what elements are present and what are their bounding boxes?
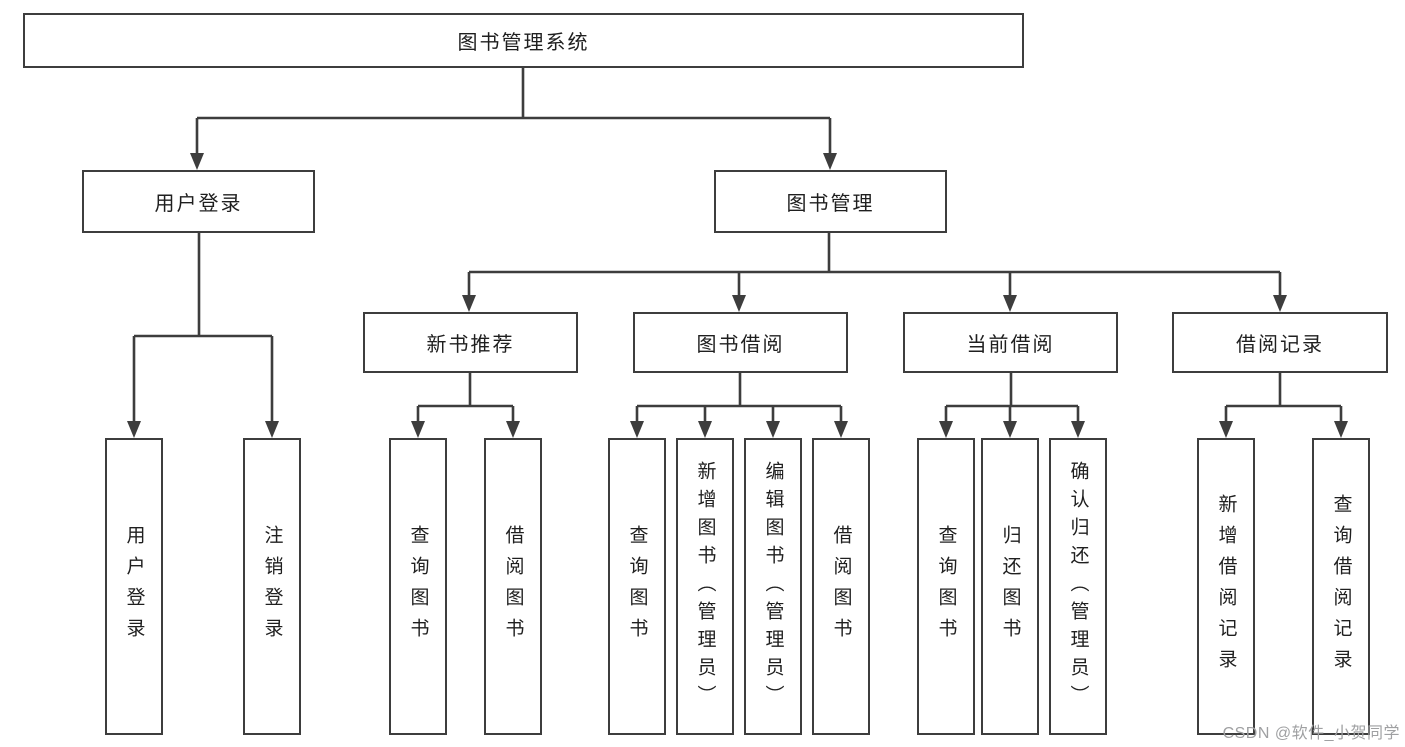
arrowhead-icon (265, 421, 279, 438)
arrowhead-icon (630, 421, 644, 438)
arrowhead-icon (462, 295, 476, 312)
arrowhead-icon (1003, 421, 1017, 438)
arrowhead-icon (766, 421, 780, 438)
leaf-borrow-books-recommend: 借阅图书 (484, 438, 542, 735)
connector-book-borrow (635, 373, 843, 423)
arrowhead-icon (834, 421, 848, 438)
leaf-logout: 注销登录 (243, 438, 301, 735)
connector-current-borrow (944, 373, 1080, 423)
node-current-borrow: 当前借阅 (903, 312, 1118, 373)
node-new-book-recommend: 新书推荐 (363, 312, 578, 373)
leaf-confirm-return-admin: 确认归还（管理员） (1049, 438, 1107, 735)
connector-new-book-recommend (416, 373, 515, 423)
arrowhead-icon (1334, 421, 1348, 438)
arrowhead-icon (698, 421, 712, 438)
node-book-management: 图书管理 (714, 170, 947, 233)
arrowhead-icon (939, 421, 953, 438)
arrowhead-icon (1219, 421, 1233, 438)
arrowheads (127, 153, 1348, 438)
leaf-borrow-books: 借阅图书 (812, 438, 870, 735)
arrowhead-icon (127, 421, 141, 438)
arrowhead-icon (1003, 295, 1017, 312)
arrowhead-icon (823, 153, 837, 170)
connector-book-management (467, 233, 1282, 297)
connector-user-login (132, 233, 274, 423)
arrowhead-icon (506, 421, 520, 438)
leaf-query-books-recommend: 查询图书 (389, 438, 447, 735)
arrowhead-icon (732, 295, 746, 312)
leaf-return-book: 归还图书 (981, 438, 1039, 735)
leaf-user-login: 用户登录 (105, 438, 163, 735)
csdn-watermark: CSDN @软件_小贺同学 (1222, 725, 1400, 742)
connector-root (195, 68, 832, 155)
leaf-query-books-current: 查询图书 (917, 438, 975, 735)
leaf-add-borrow-record: 新增借阅记录 (1197, 438, 1255, 735)
arrowhead-icon (190, 153, 204, 170)
leaf-query-borrow-record: 查询借阅记录 (1312, 438, 1370, 735)
leaf-add-book-admin: 新增图书（管理员） (676, 438, 734, 735)
arrowhead-icon (1273, 295, 1287, 312)
arrowhead-icon (1071, 421, 1085, 438)
node-book-borrow: 图书借阅 (633, 312, 848, 373)
node-borrow-records: 借阅记录 (1172, 312, 1388, 373)
leaf-edit-book-admin: 编辑图书（管理员） (744, 438, 802, 735)
node-user-login: 用户登录 (82, 170, 315, 233)
arrowhead-icon (411, 421, 425, 438)
leaf-query-books-borrow: 查询图书 (608, 438, 666, 735)
node-root-system: 图书管理系统 (23, 13, 1024, 68)
connector-borrow-records (1224, 373, 1343, 423)
